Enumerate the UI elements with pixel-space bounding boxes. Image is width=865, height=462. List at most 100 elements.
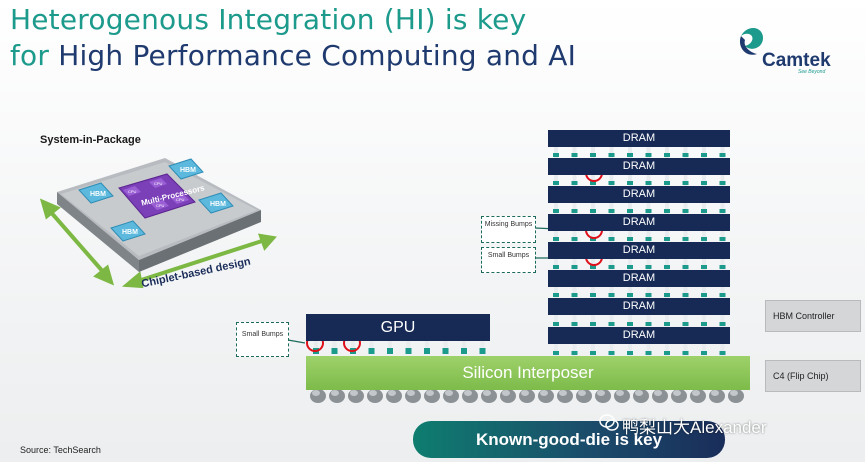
c4-bump-highlight [730,390,738,396]
micro-bump [627,322,633,326]
tsv-pillar [572,147,577,158]
micro-bump [645,209,652,213]
dram-layer: DRAM [548,130,730,147]
tsv-pillar [628,203,632,214]
gpu-bump [387,348,393,354]
micro-bump [608,265,615,269]
tsv-pillar [591,203,595,214]
tsv-pillar [702,147,706,158]
camtek-logo-icon [739,27,763,55]
tsv-pillar [591,315,595,327]
tsv-pillar [591,344,595,356]
micro-bump [590,322,596,326]
gpu-pillar [369,341,374,349]
gpu-pillar [480,341,485,349]
cpu-label: CPU [156,203,165,208]
c4-bump-highlight [426,390,434,396]
gpu-die: GPU [306,314,490,341]
tsv-pillar [665,231,669,242]
micro-bump [608,209,615,213]
source-credit: Source: TechSearch [20,445,101,455]
tsv-pillar [702,231,706,242]
micro-bump [571,209,578,213]
tsv-pillar [683,259,688,270]
tsv-pillar [609,147,614,158]
micro-bump [590,209,596,213]
micro-bump [627,209,633,213]
cpu-label: CPU [154,181,163,186]
c4-flip-chip-label: C4 (Flip Chip) [765,360,861,392]
tsv-pillar [683,344,688,356]
micro-bump [645,153,652,157]
tsv-pillar [646,344,651,356]
tsv-pillar [702,287,706,298]
gpu-pillar [388,341,392,349]
c4-bump-highlight [635,390,643,396]
c4-bump-highlight [464,390,472,396]
gpu-pillar [462,341,466,349]
micro-bump [627,265,633,269]
tsv-pillar [628,315,632,327]
micro-bump [553,322,559,326]
micro-bump [590,293,596,297]
cpu-label: CPU [128,189,137,194]
micro-bump [608,351,615,355]
c4-bump-highlight [711,390,719,396]
micro-bump [553,237,559,241]
c4-bump-highlight [369,390,377,396]
watermark-text: 鸭梨山大Alexander [622,418,767,437]
tsv-pillar [591,147,595,158]
micro-bump [701,237,707,241]
gpu-bump [442,348,449,354]
tsv-pillar [572,203,577,214]
tsv-pillar [609,175,614,186]
tsv-pillar [720,315,725,327]
gpu-bump [405,348,412,354]
gpu-bump [424,348,430,354]
micro-bump [571,181,578,185]
logo-tagline: See Beyond [798,69,826,75]
micro-bump [664,209,670,213]
gpu-bump [461,348,467,354]
micro-bump [645,293,652,297]
c4-bump-highlight [578,390,586,396]
gpu-bumps [313,341,486,354]
tsv-pillar [665,259,669,270]
tsv-pillar [683,175,688,186]
tsv-pillar [572,344,577,356]
micro-bump [664,181,670,185]
tsv-pillar [702,259,706,270]
title-line-2-highlight: High Performance Computing and AI [58,39,577,72]
micro-bump [571,293,578,297]
micro-bump [719,322,726,326]
micro-bump [682,322,689,326]
tsv-pillar [554,203,558,214]
tsv-pillar [683,147,688,158]
micro-bump [590,153,596,157]
silicon-interposer: Silicon Interposer [306,356,750,390]
title-line-1: Heterogenous Integration (HI) is key [10,3,527,36]
dram-layer: DRAM [548,214,730,231]
c4-bump-highlight [521,390,529,396]
tsv-pillar [720,287,725,298]
substrate-side-right [139,210,261,272]
micro-bump [701,181,707,185]
tsv-pillar [609,259,614,270]
micro-bump [719,153,726,157]
dram-layer: DRAM [548,270,730,287]
tsv-pillar [665,147,669,158]
hbm-label: HBM [90,191,106,198]
tsv-pillar [591,287,595,298]
micro-bump [553,265,559,269]
c4-bump-highlight [673,390,681,396]
micro-bump [590,181,596,185]
micro-bump [682,265,689,269]
micro-bump [701,153,707,157]
micro-bump [645,322,652,326]
hbm-tile [78,158,234,242]
tsv-pillar [683,287,688,298]
gpu-bump [368,348,375,354]
micro-bump [701,293,707,297]
hbm-label: HBM [122,229,138,236]
tsv-pillar [720,231,725,242]
